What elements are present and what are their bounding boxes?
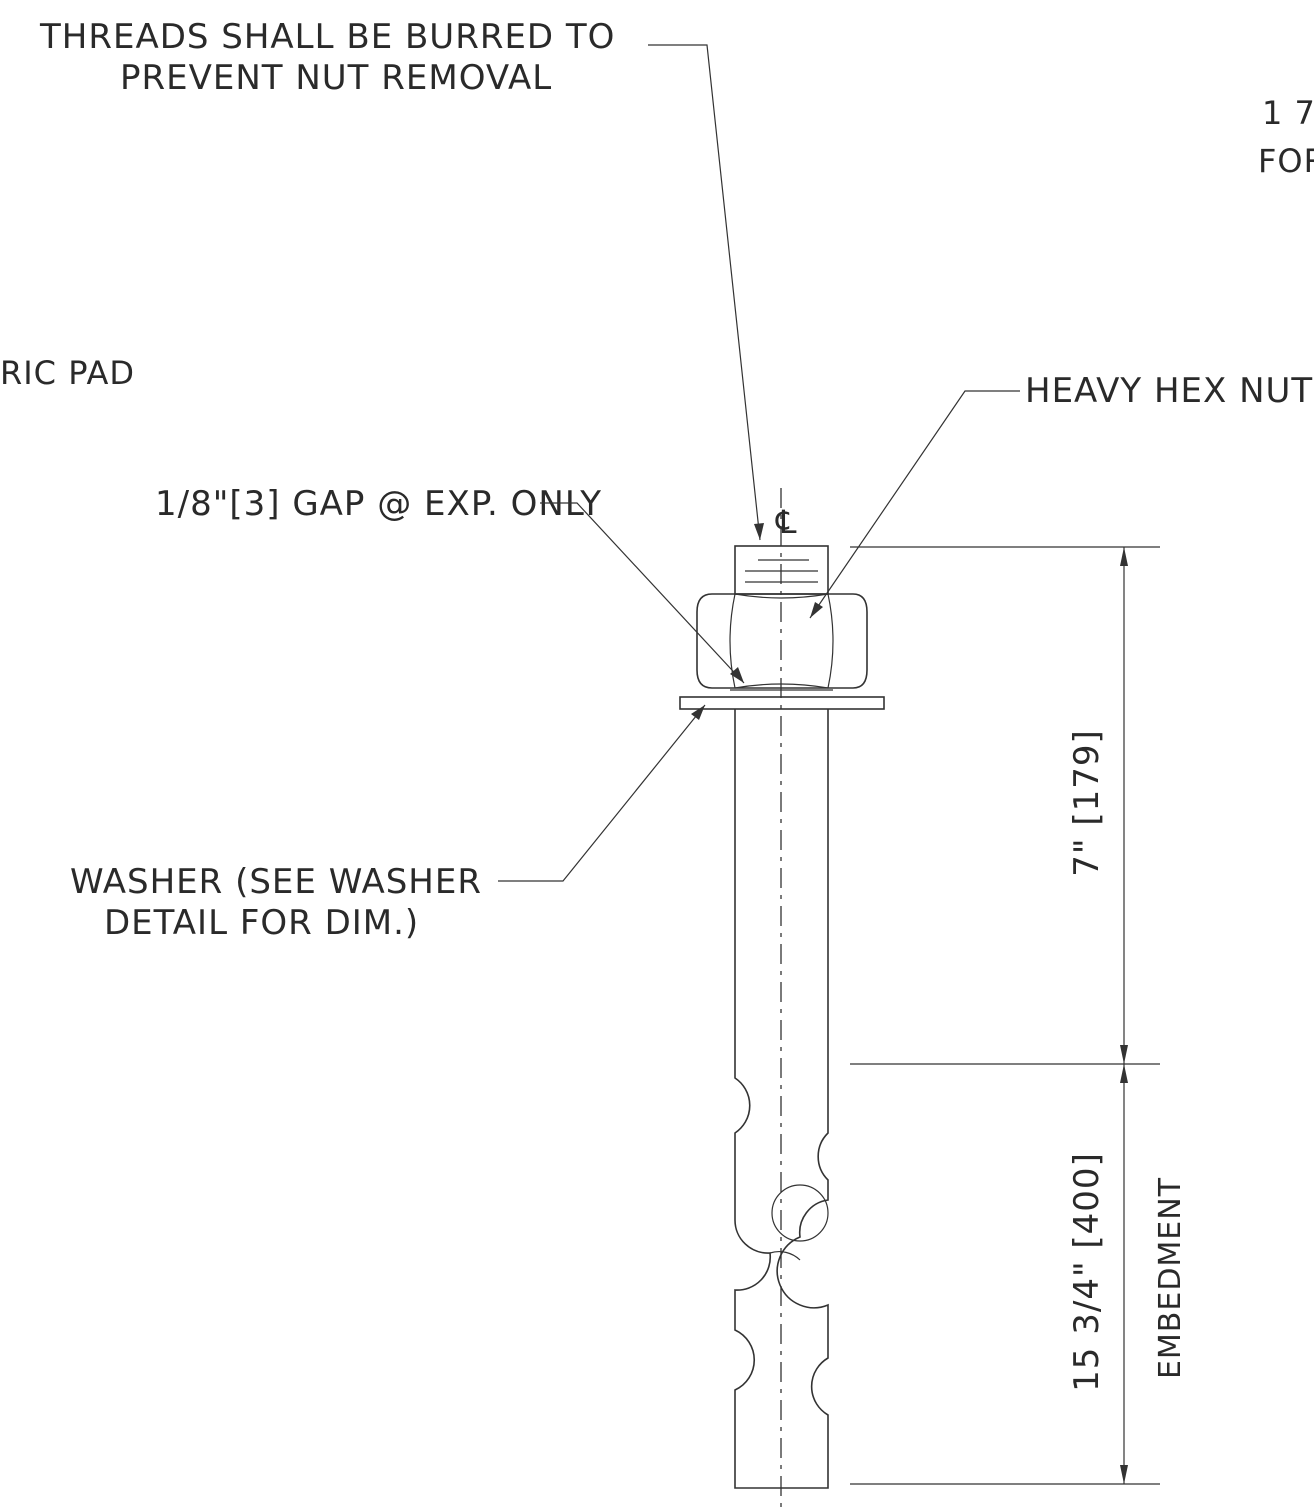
corner-note-line1: 1 7 [1262, 94, 1314, 132]
bolt-shank [734, 709, 829, 1489]
heavy-hex-nut [696, 593, 868, 689]
embedment-label: EMBEDMENT [1153, 1177, 1188, 1379]
heavy-hex-nut-label: HEAVY HEX NUT [1025, 371, 1313, 411]
corner-note-line2: FOR [1258, 142, 1314, 180]
dimension-upper-text: 7" [179] [1067, 729, 1107, 877]
washer-note-line2: DETAIL FOR DIM.) [104, 903, 419, 943]
gap-note: 1/8"[3] GAP @ EXP. ONLY [155, 484, 602, 524]
pad-note-fragment: RIC PAD [0, 354, 135, 392]
dimension-lines [850, 546, 1160, 1485]
anchor-bolt [679, 545, 885, 1489]
centerline-symbol: ℄ [775, 503, 798, 541]
leader-lines [498, 44, 1020, 882]
threads-note-line2: PREVENT NUT REMOVAL [120, 58, 552, 98]
washer [679, 696, 885, 710]
threads-note-line1: THREADS SHALL BE BURRED TO [39, 17, 615, 57]
washer-note-line1: WASHER (SEE WASHER [70, 862, 482, 902]
dimension-lower-text: 15 3/4" [400] [1067, 1152, 1107, 1392]
